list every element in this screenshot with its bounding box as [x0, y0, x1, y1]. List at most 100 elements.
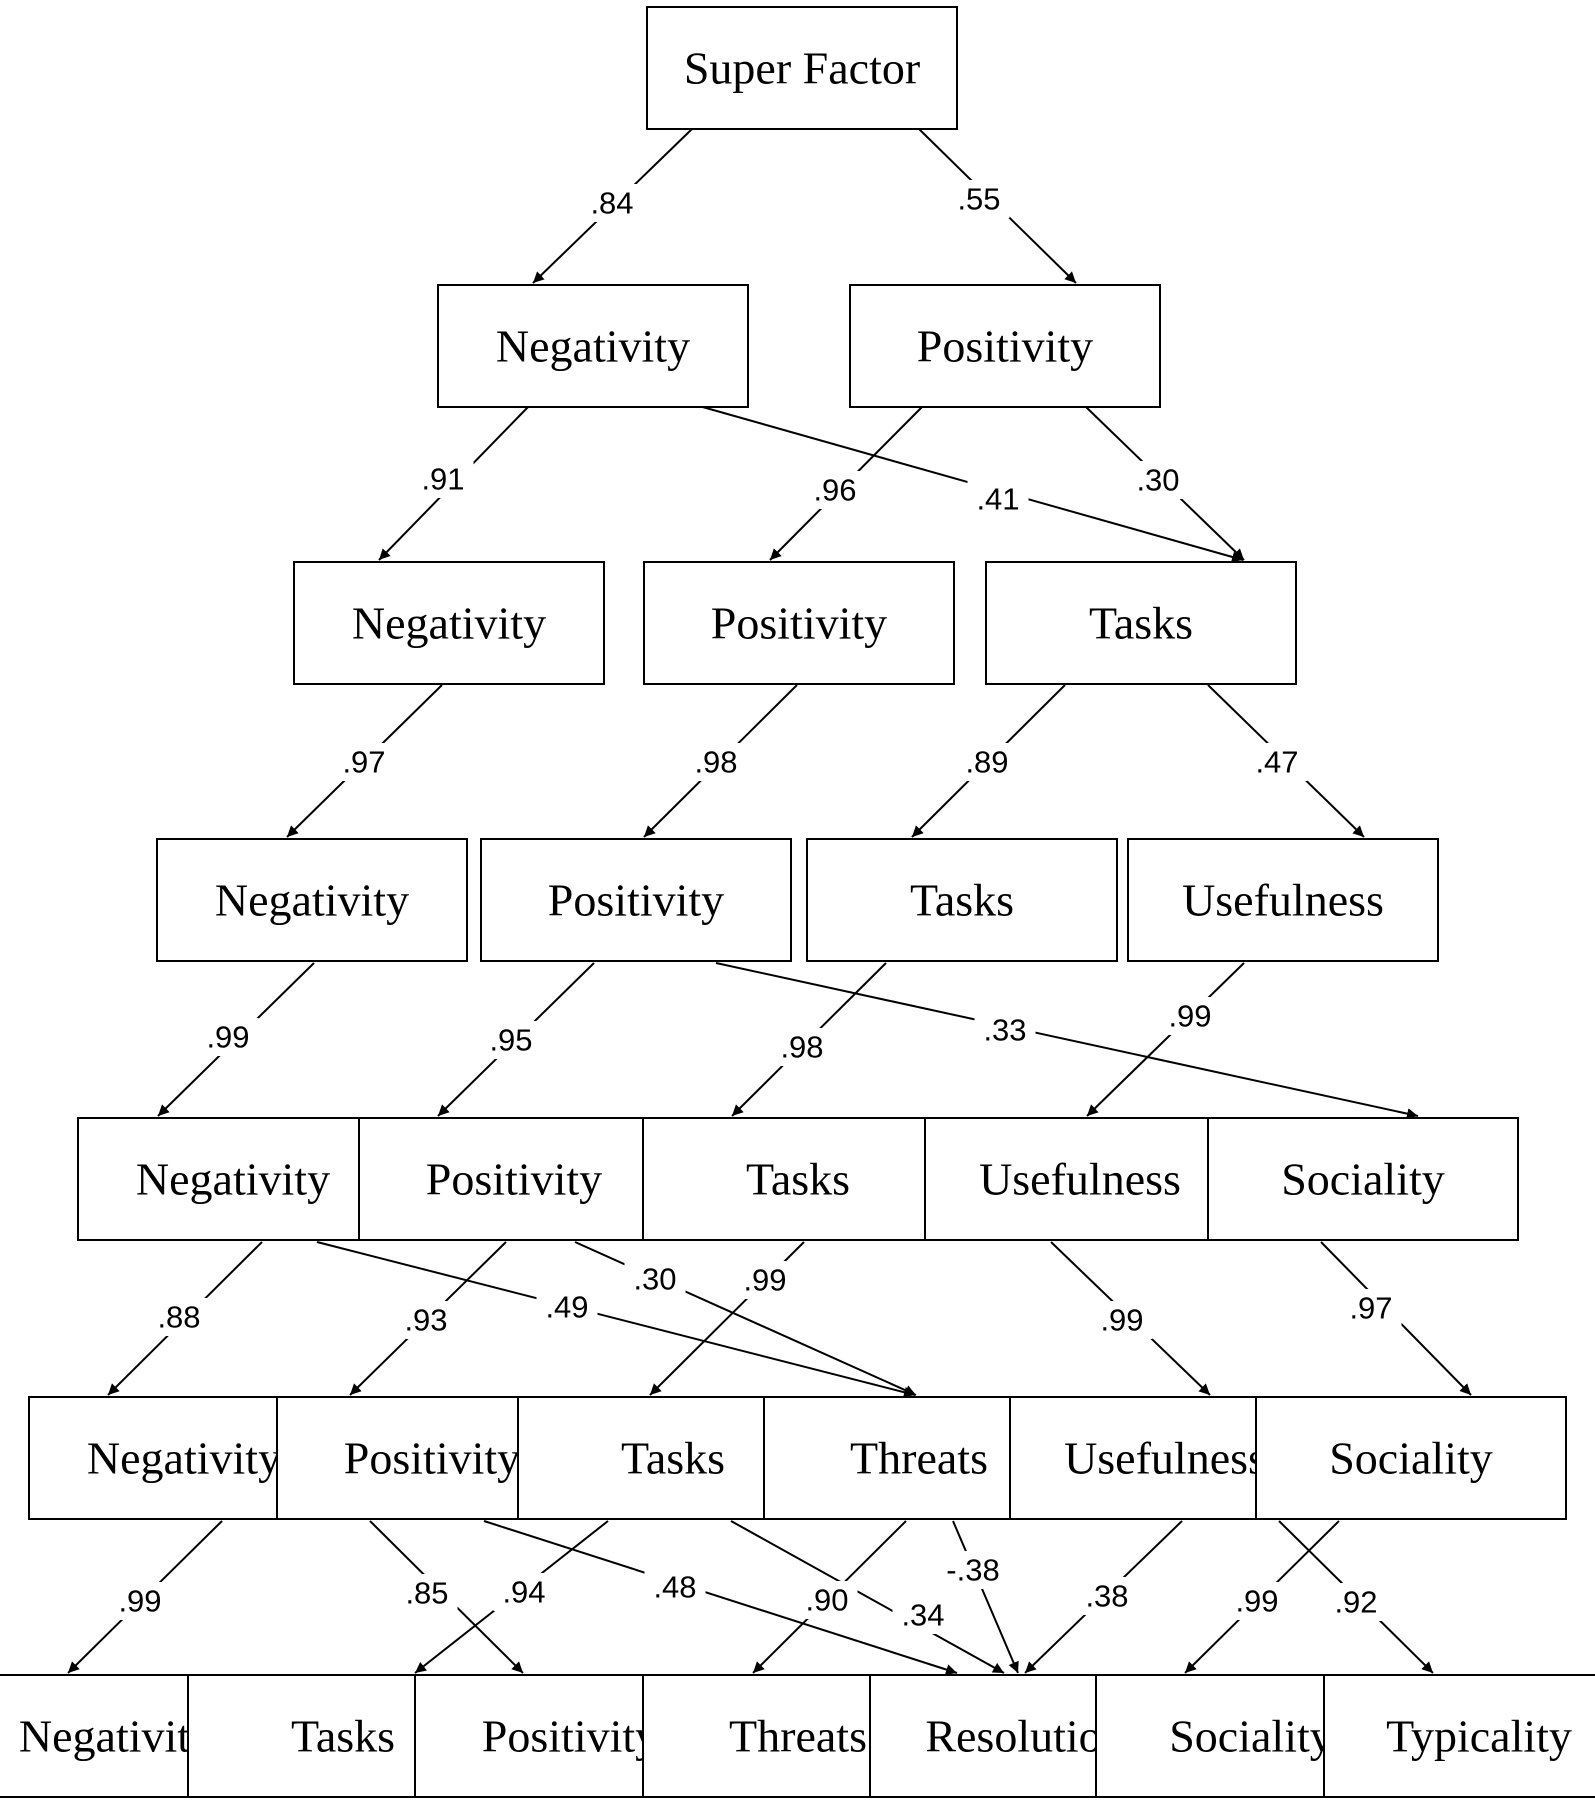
- edge-label-background: [581, 184, 643, 222]
- edge-label: -.38: [946, 1553, 999, 1588]
- edge-label: .48: [653, 1570, 696, 1605]
- edge-l6_tasks-to-l7_res: .34: [730, 1520, 1005, 1674]
- edge-label: .41: [976, 482, 1019, 517]
- node-label: Resolution: [925, 1711, 1124, 1762]
- edge-label-background: [956, 743, 1018, 781]
- node-box: [1207, 1117, 1519, 1241]
- edge-label-background: [536, 1288, 598, 1326]
- edge-label: .47: [1255, 745, 1298, 780]
- node-label: Threats: [850, 1433, 988, 1484]
- edge-label: .95: [489, 1023, 532, 1058]
- edge-l6_use-to-l7_res: .38: [1024, 1520, 1183, 1674]
- edge-label: .99: [743, 1263, 786, 1298]
- edge-label: .55: [957, 182, 1000, 217]
- edge-label-background: [948, 180, 1010, 218]
- edge-label-background: [734, 1261, 796, 1299]
- edge-label-background: [333, 743, 395, 781]
- edge-l4_pos-to-l5_soc: .33: [715, 962, 1419, 1120]
- node-l4_neg: Negativity: [156, 838, 468, 962]
- edge-label: .30: [1136, 463, 1179, 498]
- edge-label-background: [644, 1568, 706, 1606]
- edge-label-background: [1076, 1577, 1138, 1615]
- node-label: Negativity: [496, 321, 690, 372]
- edge-label-background: [1127, 461, 1189, 499]
- edge-super-to-l2_pos: .55: [918, 128, 1077, 284]
- edge-label-background: [197, 1018, 259, 1056]
- edge-label: .93: [404, 1303, 447, 1338]
- edge-label: .99: [206, 1020, 249, 1055]
- edge-label-background: [1159, 997, 1221, 1035]
- edge-label-background: [148, 1298, 210, 1336]
- node-label: Tasks: [1089, 598, 1193, 649]
- edges-layer: .84.55.91.41.96.30.97.98.89.47.99.95.33.…: [67, 128, 1472, 1675]
- node-label: Super Factor: [684, 43, 920, 94]
- edge-l2_pos-to-l3_tasks: .30: [1085, 406, 1245, 561]
- node-box: [1255, 1396, 1567, 1520]
- edge-l6_tasks-to-l7_tasks: .94: [414, 1520, 609, 1674]
- edge-label-background: [1246, 743, 1308, 781]
- node-label: Tasks: [621, 1433, 725, 1484]
- edge-label: .90: [805, 1583, 848, 1618]
- edge-label-background: [109, 1582, 171, 1620]
- edge-l6_thr-to-l7_res: -.38: [934, 1520, 1019, 1674]
- node-l4_tasks: Tasks: [806, 838, 1118, 962]
- edge-label-background: [1091, 1301, 1153, 1339]
- edge-label: .99: [1100, 1303, 1143, 1338]
- edge-label-background: [771, 1028, 833, 1066]
- node-box: [1323, 1674, 1595, 1798]
- edge-label: .89: [965, 745, 1008, 780]
- edge-label: .85: [405, 1576, 448, 1611]
- node-box: [924, 1117, 1236, 1241]
- node-box: [642, 1117, 954, 1241]
- edge-l6_use-to-l7_typ: .92: [1278, 1520, 1434, 1674]
- edge-label-background: [493, 1573, 555, 1611]
- edge-label: .34: [901, 1598, 944, 1633]
- edge-arrow: [715, 962, 1419, 1120]
- node-label: Positivity: [917, 321, 1093, 372]
- edge-l4_pos-to-l5_pos: .95: [437, 962, 595, 1117]
- edge-label-background: [804, 471, 866, 509]
- node-label: Negativity: [136, 1154, 330, 1205]
- edge-l3_neg-to-l4_neg: .97: [286, 684, 443, 838]
- edge-l3_tasks-to-l4_use: .47: [1207, 684, 1365, 838]
- edge-arrow: [952, 1520, 1019, 1674]
- edge-l2_pos-to-l3_pos: .96: [769, 406, 923, 561]
- node-l5_use: Usefulness: [924, 1117, 1236, 1241]
- node-label: Tasks: [746, 1154, 850, 1205]
- node-l2_pos: Positivity: [849, 284, 1161, 408]
- edge-label: .98: [780, 1030, 823, 1065]
- node-label: Typicality: [1386, 1711, 1572, 1762]
- node-box: [156, 838, 468, 962]
- node-label: Sociality: [1281, 1154, 1445, 1205]
- edge-label: .91: [421, 462, 464, 497]
- edge-l4_use-to-l5_use: .99: [1086, 962, 1245, 1117]
- node-label: Usefulness: [979, 1154, 1181, 1205]
- node-label: Negativity: [352, 598, 546, 649]
- node-label: Sociality: [1169, 1711, 1333, 1762]
- edge-label: .49: [545, 1290, 588, 1325]
- edge-label: .99: [1235, 1584, 1278, 1619]
- node-label: Positivity: [426, 1154, 602, 1205]
- edge-label-background: [892, 1596, 954, 1634]
- node-box: [643, 561, 955, 685]
- edge-label: .92: [1334, 1585, 1377, 1620]
- edge-label: .99: [118, 1584, 161, 1619]
- node-label: Positivity: [711, 598, 887, 649]
- node-label: Tasks: [291, 1711, 395, 1762]
- edge-label: .98: [694, 745, 737, 780]
- edge-l2_neg-to-l3_tasks: .41: [691, 403, 1244, 563]
- node-box: [77, 1117, 389, 1241]
- node-label: Negativity: [87, 1433, 281, 1484]
- edge-label: .97: [1349, 1291, 1392, 1326]
- edge-l5_pos-to-l6_thr: .30: [574, 1241, 917, 1396]
- edge-label-background: [1226, 1582, 1288, 1620]
- edge-l5_use-to-l6_use: .99: [1050, 1241, 1211, 1396]
- edge-label-background: [624, 1260, 686, 1298]
- edge-label-background: [796, 1581, 858, 1619]
- edge-l6_pos-to-l7_res: .48: [483, 1520, 958, 1675]
- node-l6_soc: Sociality: [1255, 1396, 1567, 1520]
- edge-l3_tasks-to-l4_tasks: .89: [911, 684, 1066, 838]
- node-box: [985, 561, 1297, 685]
